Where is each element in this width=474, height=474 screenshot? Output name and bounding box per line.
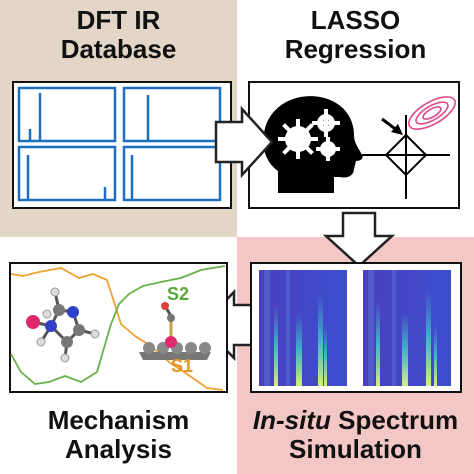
lasso-title-line1: LASSO xyxy=(310,5,401,35)
spectrum-frame-2 xyxy=(122,86,222,143)
simulation-title-italic: In-situ xyxy=(252,405,331,435)
simulation-title-line1: In-situ Spectrum xyxy=(237,406,474,435)
arrow-right-icon xyxy=(214,105,274,179)
lasso-contour-plot-icon xyxy=(362,96,456,199)
lasso-panel xyxy=(248,81,460,209)
simulation-title-rest: Spectrum xyxy=(330,405,459,435)
s2-label: S2 xyxy=(167,284,190,304)
arrow-down-icon xyxy=(322,211,396,268)
database-title: DFT IR Database xyxy=(0,6,237,64)
energy-profile-plot xyxy=(10,265,226,391)
database-title-line2: Database xyxy=(60,34,177,64)
spectrum-frame-4 xyxy=(122,145,222,202)
lasso-title-line2: Regression xyxy=(284,34,427,64)
spectrum-heatmap-icon xyxy=(259,270,451,386)
simulation-panel xyxy=(250,262,462,393)
adsorbed-molecule-icon xyxy=(139,302,211,360)
ir-spectra-grid xyxy=(17,86,222,202)
simulation-title: In-situ Spectrum Simulation xyxy=(237,406,474,464)
ir-database-panel xyxy=(12,81,232,209)
mechanism-panel: S2 S1 xyxy=(9,262,228,393)
s1-label: S1 xyxy=(171,356,194,376)
heatmap-left xyxy=(259,270,347,386)
mechanism-title: Mechanism Analysis xyxy=(0,406,237,464)
lasso-title: LASSO Regression xyxy=(237,6,474,64)
brain-gears-icon xyxy=(263,96,363,193)
simulation-title-line2: Simulation xyxy=(289,434,422,464)
spectrum-frame-1 xyxy=(17,86,117,143)
database-title-line1: DFT IR xyxy=(76,5,161,35)
molecule-icon xyxy=(26,287,100,363)
mechanism-title-line2: Analysis xyxy=(65,434,172,464)
spectrum-frame-3 xyxy=(17,145,117,202)
mechanism-title-line1: Mechanism xyxy=(47,405,190,435)
